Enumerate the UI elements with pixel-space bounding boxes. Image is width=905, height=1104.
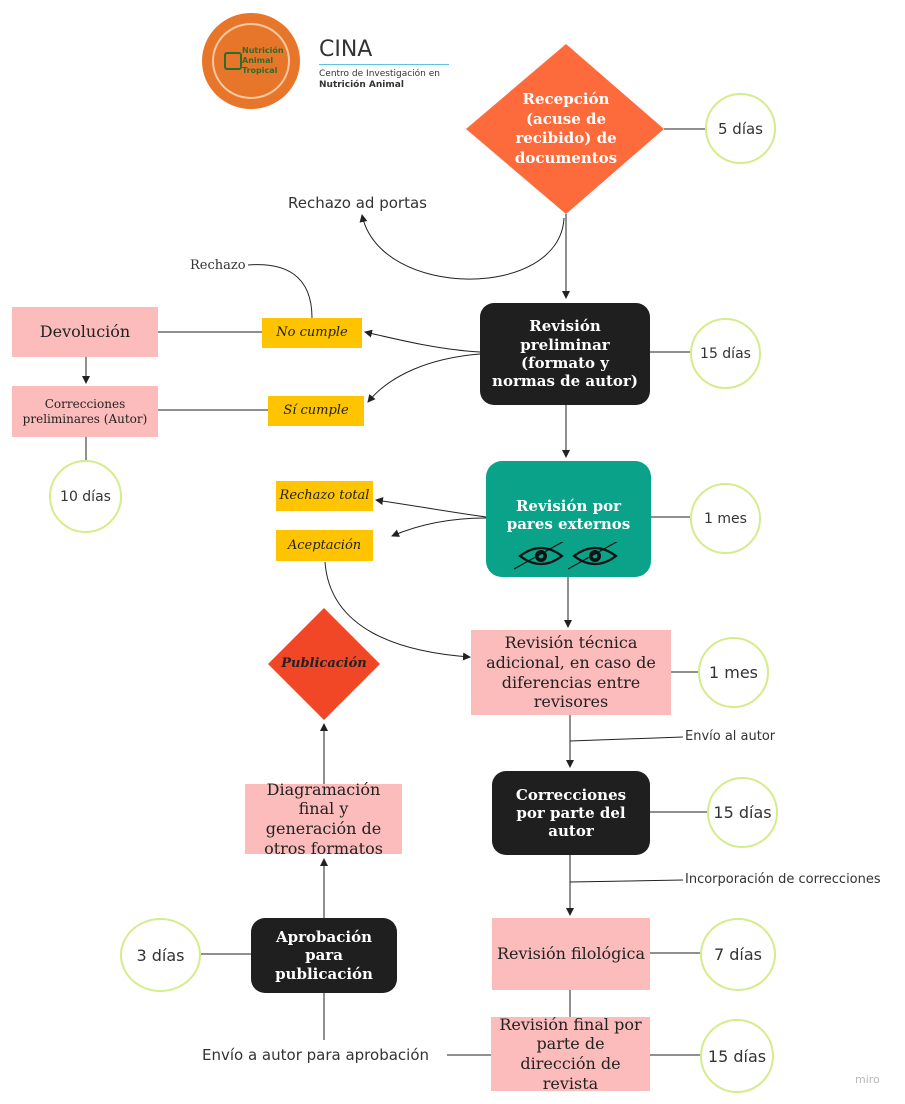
publicacion-node: Publicación	[281, 655, 367, 671]
label-envio-autor: Envío al autor	[685, 729, 776, 744]
correcciones-autor-node: Correcciones por parte del autor	[492, 771, 650, 855]
sticky-si-cumple: Sí cumple	[268, 396, 364, 426]
revision-pares-node: Revisión por pares externos	[486, 461, 651, 577]
blind-eyes-icon	[513, 541, 618, 570]
duration-correcciones: 15 días	[707, 777, 778, 848]
logo-badge: Nutrición Animal Tropical	[202, 13, 300, 109]
logo-badge-line: Tropical	[242, 66, 278, 75]
revision-preliminar-node: Revisión preliminar (formato y normas de…	[480, 303, 650, 405]
duration-final: 15 días	[700, 1019, 774, 1093]
sticky-no-cumple: No cumple	[262, 318, 362, 348]
revision-final-node: Revisión final por parte de dirección de…	[491, 1015, 650, 1093]
duration-filologica: 7 días	[700, 918, 776, 991]
devolucion-node: Devolución	[12, 307, 158, 357]
logo-badge-line: Nutrición	[242, 46, 284, 55]
sticky-aceptacion: Aceptación	[276, 530, 373, 561]
duration-pares: 1 mes	[690, 483, 761, 554]
logo-badge-line: Animal	[242, 56, 274, 65]
duration-tecnica: 1 mes	[698, 637, 769, 708]
logo-title: CINA	[319, 37, 373, 62]
label-rechazo-ad-portas: Rechazo ad portas	[288, 194, 427, 212]
duration-correcciones-preliminares: 10 días	[49, 460, 122, 533]
label-incorporacion: Incorporación de correcciones	[685, 872, 881, 887]
recepcion-node: Recepción (acuse de recibido) de documen…	[514, 90, 618, 167]
publicacion-diamond	[268, 608, 380, 720]
revision-pares-label: Revisión por pares externos	[506, 497, 631, 534]
diagramacion-node: Diagramación final y generación de otros…	[245, 780, 402, 858]
logo-subtitle: Centro de Investigación en	[319, 69, 440, 79]
miro-watermark: miro	[855, 1073, 880, 1086]
logo-emblem-icon	[224, 52, 242, 70]
aprobacion-node: Aprobación para publicación	[251, 918, 397, 993]
logo-subtitle-bold: Nutrición Animal	[319, 80, 404, 90]
label-envio-aprobacion: Envío a autor para aprobación	[202, 1046, 430, 1064]
revision-tecnica-node: Revisión técnica adicional, en caso de d…	[471, 630, 671, 715]
revision-filologica-node: Revisión filológica	[492, 918, 650, 990]
duration-recepcion: 5 días	[705, 93, 776, 164]
correcciones-preliminares-node: Correcciones preliminares (Autor)	[12, 386, 158, 437]
recepcion-diamond	[466, 44, 664, 214]
duration-aprobacion: 3 días	[120, 918, 201, 992]
duration-preliminar: 15 días	[690, 318, 761, 389]
logo-rule	[319, 64, 449, 65]
label-rechazo: Rechazo	[190, 258, 246, 273]
sticky-rechazo-total: Rechazo total	[276, 481, 373, 511]
